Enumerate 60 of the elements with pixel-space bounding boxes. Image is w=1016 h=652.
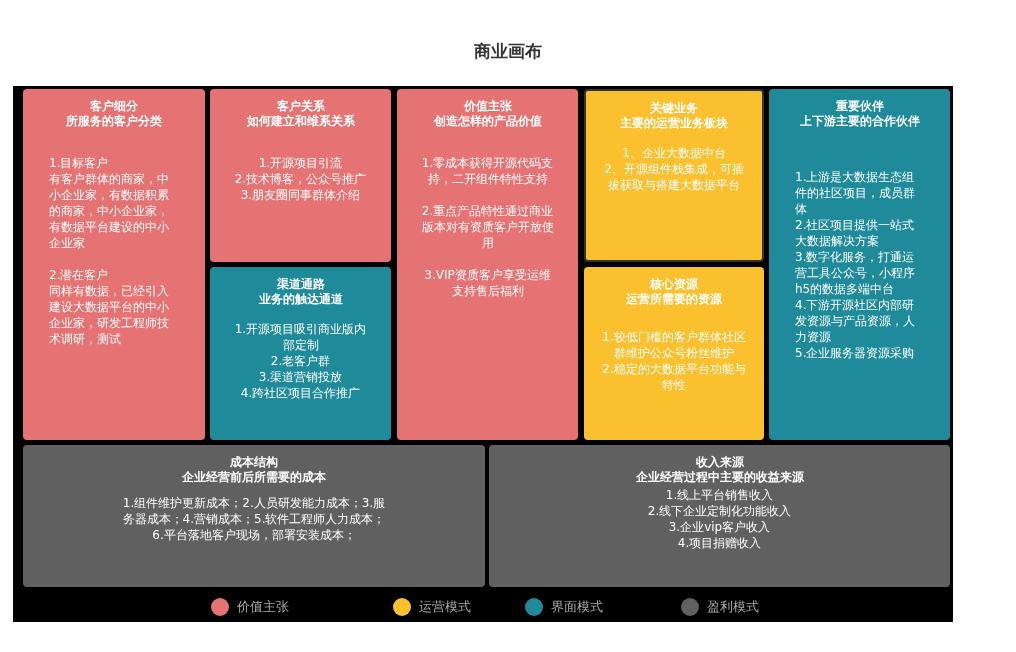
list-item: 有客户群体的商家，中小企业家，有数据积累的商家，中小企业家，有数据平台建设的中小企业家 [49,171,170,251]
list-item: 1.开源项目引流 [257,155,344,171]
list-item: 1.零成本获得开源代码支持，二开组件特性支持 [420,155,555,187]
card-title: 关键业务 [649,101,699,116]
canvas-card [210,89,391,262]
list-item: 1.开源项目吸引商业版内部定制 [233,321,368,353]
card-title: 核心资源 [649,277,699,292]
list-item: 4.项目捐赠收入 [676,535,763,551]
canvas-card [23,445,485,587]
list-item: 1.目标客户 [49,155,110,171]
card-title: 成本结构 [229,455,279,470]
list-item: 4.跨社区项目合作推广 [239,385,362,401]
card-subtitle: 运营所需要的资源 [625,292,723,307]
list-item: 2.线下企业定制化功能收入 [646,503,793,519]
canvas-card [397,89,578,440]
list-item: 2.老客户群 [269,353,332,369]
card-title: 收入来源 [694,455,745,470]
card-title: 重要伙伴 [834,99,885,114]
list-item: 2.社区项目提供一站式大数据解决方案 [795,217,916,249]
list-item: 同样有数据，已经引入建设大数据平台的中小企业家，研发工程师技术调研，测试 [49,283,170,347]
card-title: 渠道通路 [275,277,326,292]
card-title: 价值主张 [462,99,513,114]
list-item: 1.较低门槛的客户群体社区群维护公众号粉丝维护 [602,329,746,361]
card-subtitle: 上下游主要的合作伙伴 [798,114,921,129]
list-item: 5.企业服务器资源采购 [795,345,916,361]
card-subtitle: 企业经营前后所需要的成本 [181,470,327,485]
card-title: 客户关系 [275,99,326,114]
legend-label: 价值主张 [237,598,289,616]
list-item: 3.朋友圈同事群体介绍 [239,187,362,203]
legend-label: 运营模式 [419,598,471,616]
list-item: 1、企业大数据中台 [621,145,727,161]
list-item: 1.组件维护更新成本；2.人员研发能力成本；3.服务器成本；4.营销成本；5.软件工程师人力成本；6.平台落地客户现场，部署安装成本； [121,495,387,543]
canvas-card [23,89,205,440]
canvas-card [769,89,950,440]
canvas-card [584,267,764,440]
list-item: 1.上游是大数据生态组件的社区项目，成员群体 [795,169,916,217]
canvas-card [210,267,391,440]
list-item: 4.下游开源社区内部研发资源与产品资源，人力资源 [795,297,916,345]
card-subtitle: 所服务的客户分类 [65,114,163,129]
card-subtitle: 企业经营过程中主要的收益来源 [634,470,805,485]
list-item: 1.线上平台销售收入 [664,487,775,503]
list-item: 2.技术博客，公众号推广 [233,171,368,187]
list-item: 2.重点产品特性通过商业版本对有资质客户开放使用 [420,203,555,251]
card-subtitle: 如何建立和维系关系 [245,114,356,129]
diagram-title: 商业画布 [473,40,543,63]
card-title: 客户细分 [89,99,139,114]
legend-label: 界面模式 [551,598,603,616]
list-item: 2.稳定的大数据平台功能与特性 [602,361,746,393]
card-subtitle: 业务的触达通道 [257,292,344,307]
card-subtitle: 创造怎样的产品价值 [432,114,543,129]
canvas-card [584,89,764,262]
list-item: 2.潜在客户 [49,267,110,283]
list-item: 2、开源组件栈集成，可插拔获取与搭建大数据平台 [604,161,744,193]
list-item: 3.企业vip客户收入 [667,519,772,535]
list-item: 3.数字化服务，打通运营工具公众号，小程序h5的数据多端中台 [795,249,916,297]
list-item: 3.渠道营销投放 [257,369,344,385]
list-item: 3.VIP资质客户享受运维支持售后福利 [423,267,552,299]
card-subtitle: 主要的运营业务板块 [619,116,729,131]
canvas-card [489,445,950,587]
legend-label: 盈利模式 [707,598,759,616]
